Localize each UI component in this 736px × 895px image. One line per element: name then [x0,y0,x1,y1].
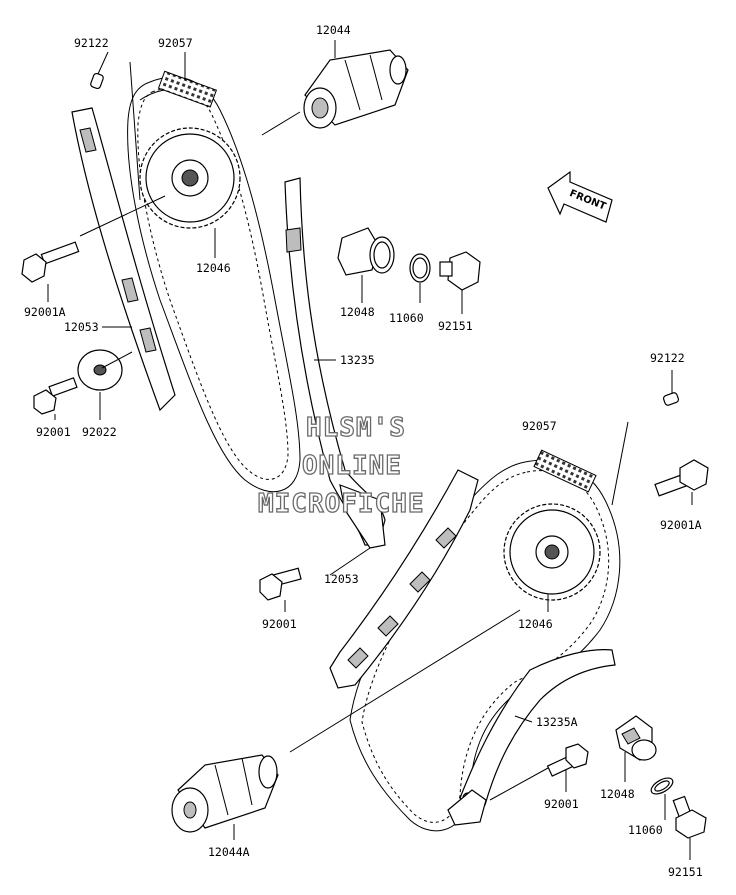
watermark: HLSM'S ONLINE MICROFICHE [257,412,425,519]
part-label-92001-bottom: 92001 [544,797,579,811]
part-label-12044: 12044 [316,23,351,37]
bolt-92001A-right [654,459,709,497]
part-label-92001-left: 92001 [36,425,71,439]
part-label-92151-top: 92151 [438,319,473,333]
part-label-11060-bottom: 11060 [628,823,663,837]
part-label-12053-mid: 12053 [324,572,359,586]
camshaft-bottom [171,754,279,833]
part-label-12048-bottom: 12048 [600,787,635,801]
tensioner-bottom [615,715,657,761]
washer-92022 [77,349,123,391]
cap-bolt-top [439,251,481,291]
part-label-12046-top: 12046 [196,261,231,275]
part-label-12044A: 12044A [208,845,250,859]
chain-guide-mid [329,469,479,689]
leader-lines [47,40,693,860]
bolt-92001-bottom [546,743,589,777]
part-label-13235A: 13235A [536,715,578,729]
part-label-92057-top: 92057 [158,36,193,50]
watermark-line-1: HLSM'S [306,413,406,443]
cam-sprocket-right [503,503,601,601]
gasket-top [409,253,431,283]
front-direction-arrow: FRONT [547,170,613,223]
part-label-92022: 92022 [82,425,117,439]
part-label-12053-top: 12053 [64,320,99,334]
bolt-92001-mid [259,567,302,601]
watermark-line-2: ONLINE [302,451,402,481]
bolt-92001-left [33,377,78,415]
part-label-92151-bottom: 92151 [668,865,703,879]
bolt-92001A-top [21,241,80,283]
camshaft-top [303,49,409,129]
part-label-92057-right: 92057 [522,419,557,433]
part-label-11060-top: 11060 [389,311,424,325]
watermark-line-3: MICROFICHE [258,489,425,519]
chain-tensioner-guide-bottom [447,649,616,826]
part-label-13235: 13235 [340,353,375,367]
part-label-92001A-right: 92001A [660,518,702,532]
cam-sprocket-top [139,127,241,229]
dowel-pin-top [90,72,104,90]
part-label-92001A-top: 92001A [24,305,66,319]
cap-bolt-bottom [672,795,707,839]
part-label-92122-right: 92122 [650,351,685,365]
chain-guide-top [71,107,176,412]
dowel-pin-right [662,392,680,406]
part-label-92001-mid: 92001 [262,617,297,631]
timing-chain-top [127,70,301,493]
tensioner-top [337,227,395,276]
gasket-bottom [650,777,674,795]
part-label-92122-top: 92122 [74,36,109,50]
part-label-12048-top: 12048 [340,305,375,319]
part-label-12046-right: 12046 [518,617,553,631]
